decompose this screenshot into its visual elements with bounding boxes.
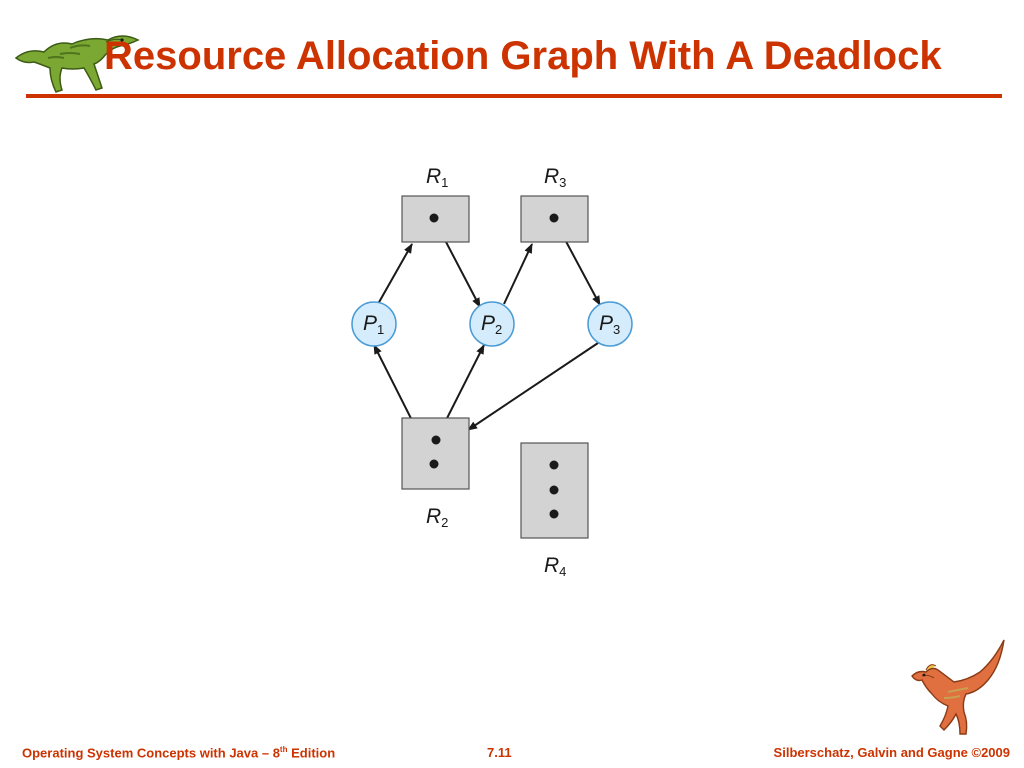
resource-instance-dot — [429, 459, 439, 469]
resource-r1: R1 — [401, 165, 470, 243]
resource-instance-dot — [549, 485, 559, 495]
resource-r3-label: R3 — [544, 165, 566, 190]
process-p3: P3 — [587, 301, 633, 347]
resource-instance-dot — [549, 509, 559, 519]
resource-r3: R3 — [520, 165, 589, 243]
footer-book-title-text: Operating System Concepts with Java – 8 — [22, 745, 280, 761]
edge-p3-r2 — [467, 342, 599, 431]
edge-p1-r1 — [377, 243, 413, 305]
footer-book-title: Operating System Concepts with Java – 8t… — [22, 745, 335, 760]
resource-r1-label: R1 — [426, 165, 448, 190]
resource-r4: R4 — [520, 442, 589, 579]
footer-page-number: 7.11 — [487, 745, 512, 760]
resource-instance-dot — [549, 460, 559, 470]
resource-r4-label: R4 — [544, 554, 566, 579]
slide-title: Resource Allocation Graph With A Deadloc… — [104, 34, 942, 78]
red-dinosaur-icon — [911, 639, 1005, 735]
title-divider — [26, 94, 1002, 98]
footer-edition-sup: th — [279, 745, 288, 754]
resource-r2-label: R2 — [426, 505, 448, 530]
resource-instance-dot — [549, 213, 559, 223]
green-dinosaur-icon — [14, 35, 140, 93]
footer-edition-text: Edition — [287, 745, 336, 761]
process-p2: P2 — [469, 301, 515, 347]
resource-instance-dot — [429, 213, 439, 223]
process-p1: P1 — [351, 301, 397, 347]
process-p3-label: P3 — [599, 312, 620, 337]
footer-copyright: Silberschatz, Galvin and Gagne ©2009 — [773, 745, 1010, 760]
edge-p2-r3 — [503, 243, 533, 305]
process-p1-label: P1 — [363, 312, 384, 337]
resource-r2: R2 — [401, 417, 470, 530]
process-p2-label: P2 — [481, 312, 502, 337]
resource-instance-dot — [431, 435, 441, 445]
